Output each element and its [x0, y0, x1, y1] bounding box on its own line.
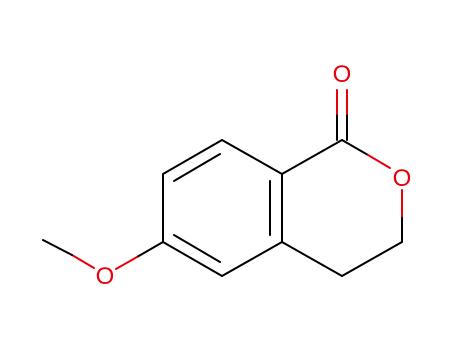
- bond-methoxyO-methyl-red: [71, 254, 95, 269]
- bond-aryl-carbonyl: [281, 139, 343, 175]
- bond-ring-top-inner: [173, 153, 221, 182]
- bond-carbonyl-ringO-dark: [341, 139, 369, 156]
- ring-oxygen-label: O: [393, 165, 412, 192]
- bond-aryl-methoxyO-red: [115, 256, 138, 270]
- bond-ch2-ch2: [341, 241, 403, 277]
- bond-ring-bottom-left-inner: [173, 234, 221, 263]
- methoxy-oxygen-label: O: [96, 263, 115, 290]
- bond-ring-bottom-left: [162, 241, 223, 277]
- bond-methoxyO-methyl-dark: [42, 239, 73, 256]
- carbonyl-oxygen-label: O: [333, 61, 352, 88]
- bond-ring-top: [162, 139, 223, 175]
- bond-ring-bottom-right: [221, 241, 283, 277]
- bond-ch2-aryl: [281, 241, 343, 277]
- bond-aryl-methoxyO-dark: [136, 241, 164, 258]
- bond-carbonyl-ringO-red: [367, 154, 391, 169]
- bond-ring-top-right: [221, 139, 283, 175]
